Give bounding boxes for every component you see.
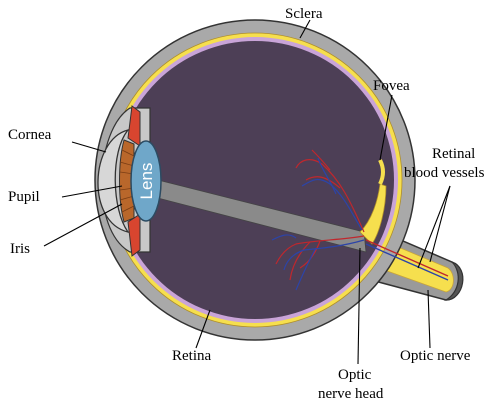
label-optic-nerve: Optic nerve [400, 348, 471, 364]
label-retinal-vessels-line1: Retinal [432, 146, 475, 162]
label-retinal-vessels-line2: blood vessels [404, 165, 485, 181]
label-retina: Retina [172, 348, 211, 364]
label-pupil: Pupil [8, 189, 40, 205]
lens-label: Lens [137, 163, 156, 200]
label-cornea: Cornea [8, 127, 52, 143]
label-optic-nerve-head-line2: nerve head [318, 386, 384, 402]
label-fovea: Fovea [373, 78, 410, 94]
label-iris: Iris [10, 241, 30, 257]
label-sclera: Sclera [285, 6, 323, 22]
label-optic-nerve-head-line1: Optic [338, 367, 372, 383]
